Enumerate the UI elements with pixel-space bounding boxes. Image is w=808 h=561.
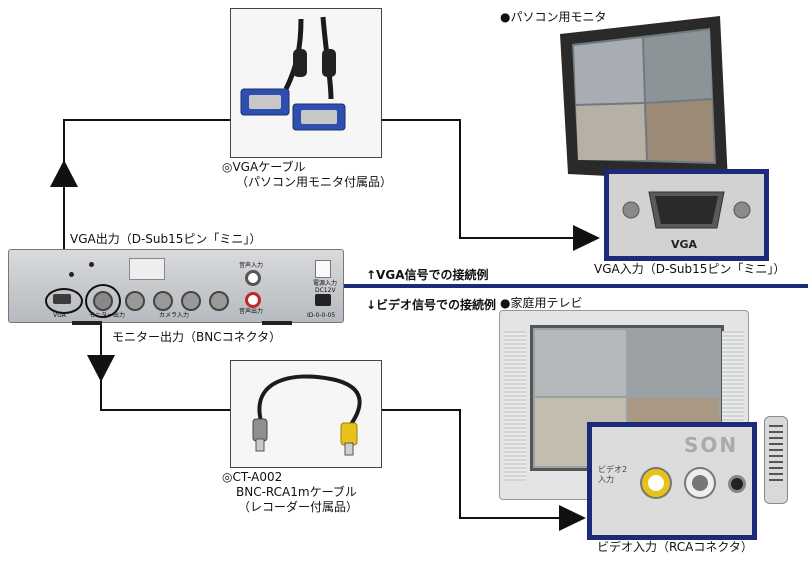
vga-input-port-image — [609, 174, 764, 256]
vga-cable-image — [231, 9, 381, 157]
vga-cable-photo — [230, 8, 382, 158]
recorder-id-label: ID-0-0-05 — [307, 312, 336, 319]
audio-in-label: 音声入力 — [239, 262, 264, 269]
audio-out-jack-icon — [245, 292, 261, 308]
recorder-foot — [262, 321, 292, 325]
vga-up-arrow — [50, 160, 78, 187]
bnc-cable-model: ◎CT-A002 — [222, 470, 283, 484]
video2-label: ビデオ2 — [598, 465, 628, 474]
vga-connector-icon — [53, 294, 71, 304]
rca-yellow-jack-icon — [642, 469, 670, 497]
recorder-monitor-port-label: モニター出力 — [89, 312, 126, 319]
tv-camera-view-2 — [628, 330, 719, 396]
vga-out-label: VGA出力（D-Sub15ピン「ミニ」） — [70, 232, 262, 246]
power-switch-icon — [315, 260, 331, 278]
screw-icon — [69, 272, 74, 277]
power-input-label: 電源入力 — [313, 280, 338, 287]
bnc-connection-line-2 — [380, 409, 560, 519]
bnc-cable-name: BNC-RCA1mケーブル — [236, 485, 357, 499]
vga-cable-name: ◎VGAケーブル — [222, 160, 306, 174]
headphone-jack-icon — [728, 475, 746, 493]
audio-out-label: 音声出力 — [239, 308, 264, 315]
recorder-foot — [72, 321, 102, 325]
vga-zoom-port-text: VGA — [671, 238, 698, 251]
bnc-connector-icon — [93, 291, 113, 311]
camera-input-3-icon — [181, 291, 201, 311]
bnc-cable-note: （レコーダー付属品） — [238, 500, 359, 514]
video-example-label: ↓ビデオ信号での接続例 — [366, 298, 497, 312]
tv-title: ●家庭用テレビ — [500, 296, 583, 310]
recorder-device: VGA モニター出力 カメラ入力 音声入力 音声出力 電源入力 DC12V ID… — [8, 249, 344, 323]
recorder-vga-port-label: VGA — [53, 312, 66, 319]
power-spec-label: DC12V — [315, 287, 336, 294]
camera-input-2-icon — [153, 291, 173, 311]
tv-remote-image — [764, 416, 788, 504]
bnc-cable-photo — [230, 360, 382, 468]
remote-buttons — [769, 425, 783, 485]
monitor-out-label: モニター出力（BNCコネクタ） — [112, 330, 282, 344]
screw-icon — [89, 262, 94, 267]
vga-input-zoom: VGA — [604, 169, 769, 261]
recorder-monitor-out-port — [85, 284, 121, 318]
power-jack-icon — [315, 294, 331, 306]
vga-right-arrow — [573, 225, 600, 251]
bnc-right-arrow — [559, 505, 586, 531]
vga-connection-line — [63, 119, 230, 278]
vga-cable-note: （パソコン用モニタ付属品） — [236, 175, 393, 189]
recorder-label-plate — [129, 258, 165, 280]
camera-input-1-icon — [125, 291, 145, 311]
bnc-cable-image — [231, 361, 381, 467]
audio-in-jack-icon — [245, 270, 261, 286]
vga-example-label: ↑VGA信号での接続例 — [366, 268, 489, 282]
recorder-vga-port — [45, 288, 83, 314]
rca-white-jack-icon — [686, 469, 714, 497]
bnc-down-arrow — [87, 355, 115, 382]
tv-camera-view-1 — [535, 330, 626, 396]
tv-speaker-grille — [504, 331, 526, 481]
bnc-connection-line — [100, 318, 230, 411]
camera-inputs-label: カメラ入力 — [159, 312, 190, 319]
vga-connection-line-2 — [380, 119, 575, 239]
tv-brand-text: SON — [684, 433, 739, 457]
video-input-zoom: SON ビデオ2 入力 — [587, 422, 757, 540]
camera-input-4-icon — [209, 291, 229, 311]
pc-monitor-title: ●パソコン用モニタ — [500, 10, 607, 24]
vga-input-label: VGA入力（D-Sub15ピン「ミニ」） — [594, 262, 786, 276]
video-input-label: ビデオ入力（RCAコネクタ） — [597, 540, 753, 554]
input-label: 入力 — [598, 475, 614, 484]
